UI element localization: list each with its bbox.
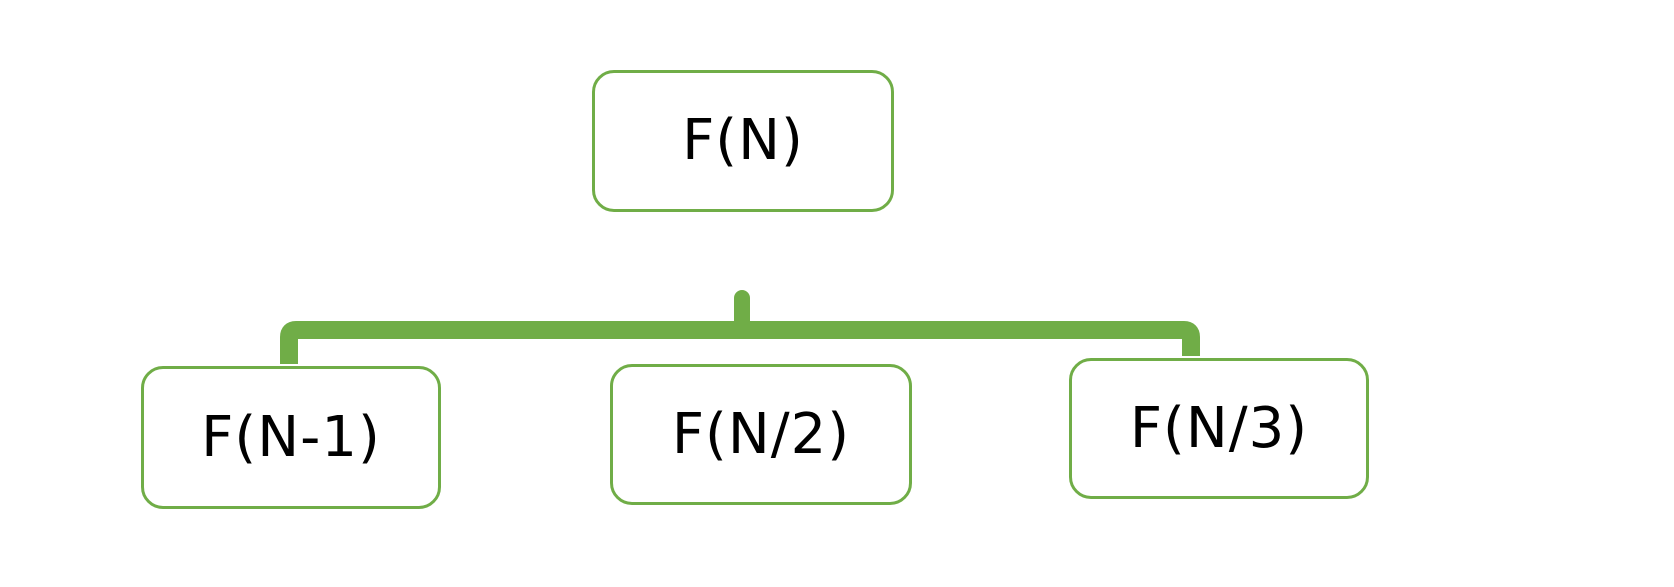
- child-node-box-2: F(N/2): [610, 364, 912, 505]
- child-node-label-3: F(N/3): [1129, 395, 1309, 461]
- child-node-label-2: F(N/2): [671, 401, 851, 467]
- root-node-label: F(N): [682, 108, 804, 173]
- root-node-box: F(N): [592, 70, 894, 212]
- child-node-box-3: F(N/3): [1069, 358, 1369, 499]
- child-node-box-1: F(N-1): [141, 366, 441, 509]
- child-node-label-1: F(N-1): [201, 404, 381, 470]
